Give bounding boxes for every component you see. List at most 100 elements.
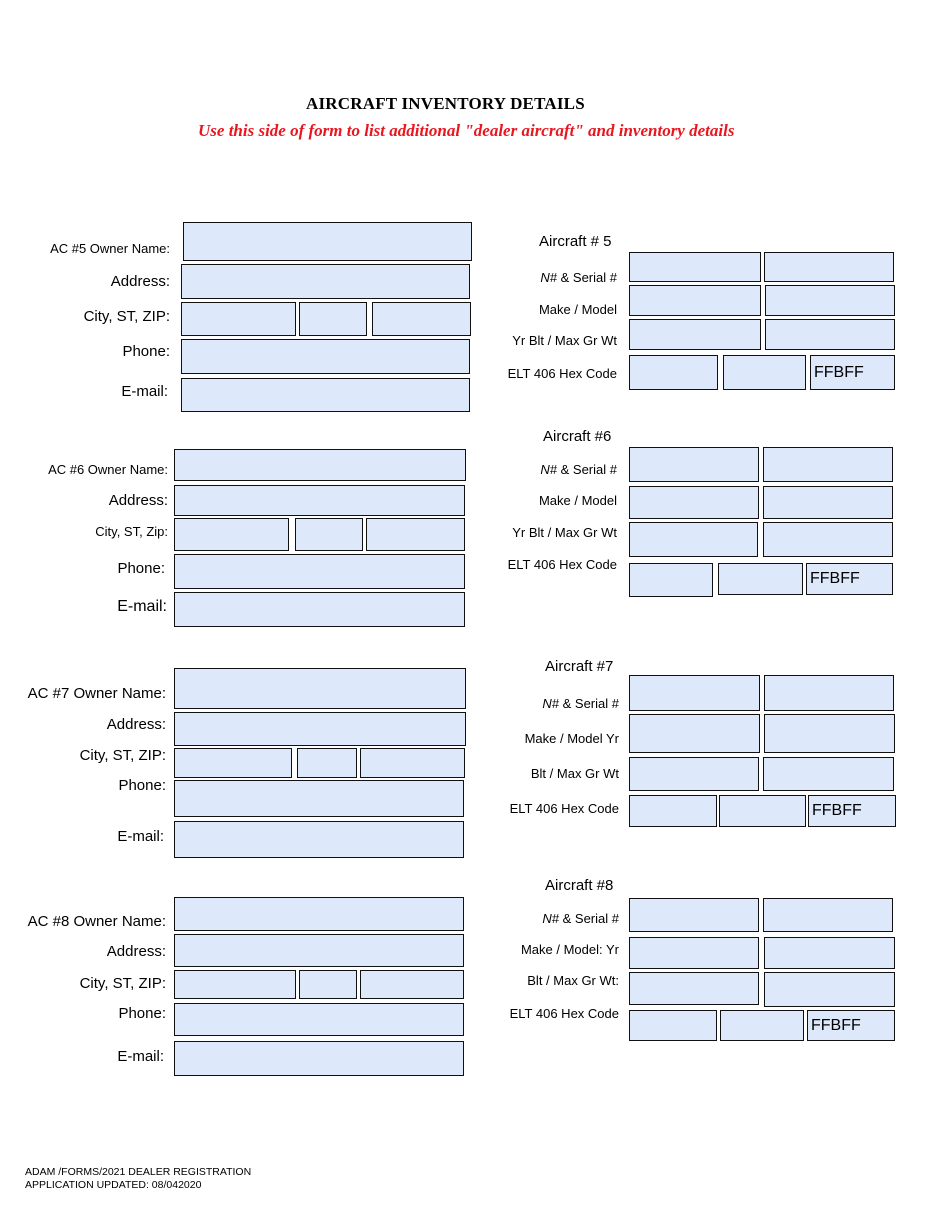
year-weight-label: Yr Blt / Max Gr Wt <box>512 525 617 540</box>
address-field[interactable] <box>174 485 465 516</box>
phone-field[interactable] <box>181 339 470 374</box>
elt-hex-field-2[interactable] <box>723 355 806 390</box>
phone-label: Phone: <box>122 343 170 360</box>
n-number-field[interactable] <box>629 447 759 482</box>
aircraft-heading: Aircraft #7 <box>545 658 614 675</box>
model-field[interactable] <box>765 285 895 316</box>
year-built-field[interactable] <box>629 522 758 557</box>
email-label: E-mail: <box>121 383 168 400</box>
year-built-field[interactable] <box>629 757 759 791</box>
elt-hex-field-1[interactable] <box>629 355 718 390</box>
owner-name-field[interactable] <box>174 668 466 709</box>
n-serial-label: N# & Serial # <box>542 911 619 926</box>
owner-name-field[interactable] <box>183 222 472 261</box>
footer-form-id: ADAM /FORMS/2021 DEALER REGISTRATION <box>25 1166 252 1178</box>
elt-hex-label: ELT 406 Hex Code <box>507 366 617 381</box>
state-field[interactable] <box>299 302 367 336</box>
owner-name-field[interactable] <box>174 897 464 931</box>
max-gross-weight-field[interactable] <box>765 319 895 350</box>
phone-label: Phone: <box>118 777 166 794</box>
n-number-field[interactable] <box>629 675 760 711</box>
city-field[interactable] <box>174 518 289 551</box>
n-number-field[interactable] <box>629 252 761 282</box>
city-field[interactable] <box>174 970 296 999</box>
state-field[interactable] <box>295 518 363 551</box>
model-field[interactable] <box>764 714 895 753</box>
city-field[interactable] <box>181 302 296 336</box>
city-field[interactable] <box>174 748 292 778</box>
address-field[interactable] <box>174 934 464 967</box>
email-label: E-mail: <box>117 828 164 845</box>
year-built-field[interactable] <box>629 319 761 350</box>
aircraft-heading: Aircraft #8 <box>545 877 614 894</box>
model-field[interactable] <box>764 937 895 969</box>
elt-hex-field-1[interactable] <box>629 1010 717 1041</box>
footer-updated-date: APPLICATION UPDATED: 08/042020 <box>25 1179 202 1191</box>
phone-label: Phone: <box>118 1005 166 1022</box>
n-serial-label: N# & Serial # <box>540 462 617 477</box>
elt-hex-field-2[interactable] <box>718 563 803 595</box>
address-label: Address: <box>108 492 168 509</box>
make-model-label: Make / Model: Yr <box>520 942 619 957</box>
model-field[interactable] <box>763 486 893 519</box>
max-gross-weight-field[interactable] <box>763 757 894 791</box>
year-built-field[interactable] <box>629 972 759 1005</box>
make-field[interactable] <box>629 937 759 969</box>
email-field[interactable] <box>174 592 465 627</box>
city-st-zip-label: City, ST, ZIP: <box>79 975 166 992</box>
max-gross-weight-field[interactable] <box>763 522 893 557</box>
owner-name-field[interactable] <box>174 449 466 481</box>
email-field[interactable] <box>174 1041 464 1076</box>
address-field[interactable] <box>181 264 470 299</box>
state-field[interactable] <box>297 748 357 778</box>
serial-number-field[interactable] <box>764 675 894 711</box>
serial-number-field[interactable] <box>764 252 894 282</box>
form-footer: ADAM /FORMS/2021 DEALER REGISTRATION APP… <box>25 1166 251 1192</box>
phone-field[interactable] <box>174 554 465 589</box>
make-model-label: Make / Model <box>538 302 617 317</box>
form-title: AIRCRAFT INVENTORY DETAILS <box>306 94 585 113</box>
address-field[interactable] <box>174 712 466 746</box>
year-weight-label: Blt / Max Gr Wt: <box>527 973 619 988</box>
email-field[interactable] <box>174 821 464 858</box>
elt-hex-field-1[interactable] <box>629 563 713 597</box>
elt-hex-field-1[interactable] <box>629 795 717 827</box>
zip-field[interactable] <box>360 748 465 778</box>
elt-hex-field-2[interactable] <box>720 1010 804 1041</box>
email-label: E-mail: <box>117 598 167 615</box>
aircraft-heading: Aircraft #6 <box>543 428 612 445</box>
phone-field[interactable] <box>174 780 464 817</box>
elt-hex-field-3[interactable]: FFBFF <box>807 1010 895 1041</box>
make-field[interactable] <box>629 486 759 519</box>
n-serial-label: N# & Serial # <box>540 270 617 285</box>
elt-hex-field-3[interactable]: FFBFF <box>808 795 896 827</box>
elt-hex-label: ELT 406 Hex Code <box>509 1006 619 1021</box>
owner-name-label: AC #8 Owner Name: <box>27 913 166 930</box>
elt-hex-field-3[interactable]: FFBFF <box>806 563 893 595</box>
make-model-label: Make / Model Yr <box>524 731 619 746</box>
make-field[interactable] <box>629 285 761 316</box>
n-number-field[interactable] <box>629 898 759 932</box>
year-weight-label: Yr Blt / Max Gr Wt <box>512 333 617 348</box>
address-label: Address: <box>106 943 166 960</box>
city-st-zip-label: City, ST, ZIP: <box>83 308 170 325</box>
make-field[interactable] <box>629 714 760 753</box>
phone-field[interactable] <box>174 1003 464 1036</box>
zip-field[interactable] <box>360 970 464 999</box>
elt-hex-field-2[interactable] <box>719 795 806 827</box>
email-field[interactable] <box>181 378 470 412</box>
address-label: Address: <box>106 716 166 733</box>
city-st-zip-label: City, ST, ZIP: <box>79 747 166 764</box>
elt-hex-field-3[interactable]: FFBFF <box>810 355 895 390</box>
zip-field[interactable] <box>372 302 471 336</box>
email-label: E-mail: <box>117 1048 164 1065</box>
serial-number-field[interactable] <box>763 898 893 932</box>
make-model-label: Make / Model <box>538 493 617 508</box>
owner-name-label: AC #6 Owner Name: <box>48 462 168 477</box>
serial-number-field[interactable] <box>763 447 893 482</box>
max-gross-weight-field[interactable] <box>764 972 895 1007</box>
state-field[interactable] <box>299 970 357 999</box>
zip-field[interactable] <box>366 518 465 551</box>
form-subtitle: Use this side of form to list additional… <box>198 121 735 140</box>
address-label: Address: <box>110 273 170 290</box>
